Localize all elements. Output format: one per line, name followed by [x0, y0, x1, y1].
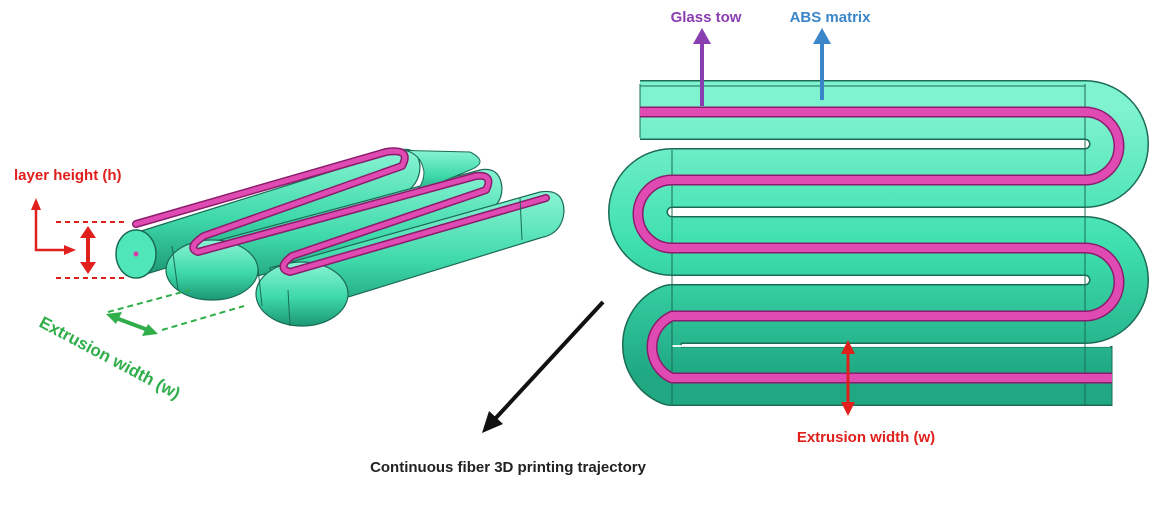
- glass-tow-label: Glass tow: [671, 9, 742, 26]
- diagram-caption: Continuous fiber 3D printing trajectory: [370, 459, 647, 476]
- layer-height-label: layer height (h): [14, 167, 122, 184]
- extrusion-width-dimension-right: Extrusion width (w): [797, 340, 935, 446]
- extrusion-width-dimension-left: Extrusion width (w): [36, 289, 245, 403]
- perspective-view: [115, 147, 565, 327]
- top-view-serpentine: [608, 80, 1149, 406]
- trajectory-arrow: [482, 300, 605, 433]
- abs-matrix-callout: ABS matrix: [790, 9, 872, 100]
- glass-tow-callout: Glass tow: [671, 9, 742, 106]
- layer-height-dimension: layer height (h): [14, 167, 128, 279]
- extrusion-width-label-left: Extrusion width (w): [36, 313, 183, 403]
- abs-matrix-label: ABS matrix: [790, 9, 872, 26]
- extrusion-width-label-right: Extrusion width (w): [797, 429, 935, 446]
